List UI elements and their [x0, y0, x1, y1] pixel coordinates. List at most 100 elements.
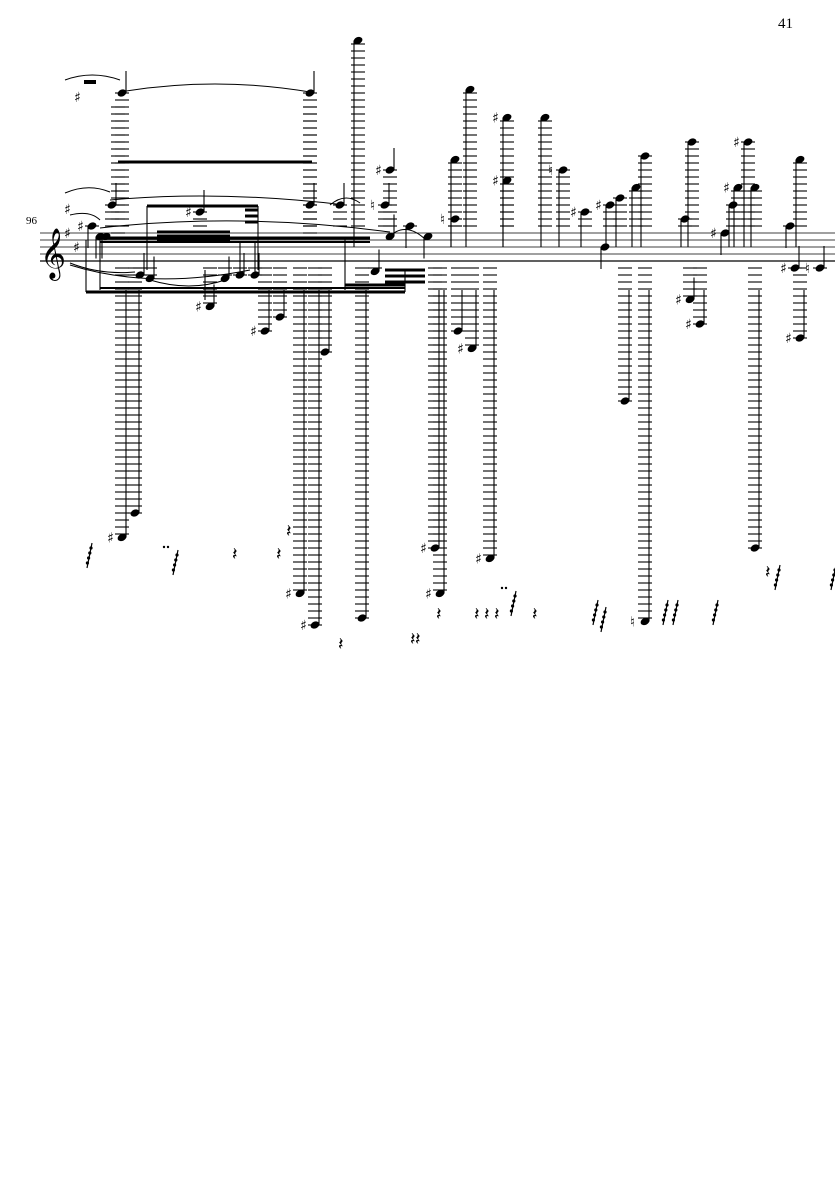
key-signature-sharp-icon: ♯	[64, 226, 71, 242]
sharp-icon: ♯	[300, 618, 307, 634]
notehead	[101, 232, 111, 241]
notes: ♯♯♯♯♯♯♯♮♯♯♯♮♯♯♯♯♮♯♯♮♯♯♯♯♯♯♯♮	[77, 36, 827, 634]
notehead	[485, 554, 495, 563]
notehead	[435, 589, 445, 598]
quarter-rest-icon: 𝄽	[276, 544, 282, 565]
rest-dot	[593, 613, 597, 617]
note	[463, 85, 477, 247]
notehead	[450, 155, 460, 164]
rest-dot	[775, 578, 779, 582]
notehead	[685, 295, 695, 304]
note	[143, 256, 157, 283]
note	[638, 152, 652, 247]
note	[218, 256, 232, 283]
rest-dot	[713, 613, 717, 617]
notehead	[695, 320, 705, 328]
note: ♯	[300, 267, 322, 634]
notehead	[370, 267, 380, 276]
sharp-icon: ♯	[685, 317, 692, 333]
quarter-rest-icon: 𝄽	[494, 604, 500, 625]
rest-dot	[513, 594, 517, 598]
sharp-icon: ♯	[250, 324, 257, 340]
notehead	[687, 138, 697, 146]
note	[748, 183, 762, 247]
quarter-rest-icon: 𝄽	[474, 604, 480, 625]
note: ♮	[805, 246, 827, 277]
rest-dot	[663, 613, 667, 617]
notehead	[275, 313, 285, 321]
note	[133, 253, 147, 279]
rest-dot	[595, 603, 599, 607]
notehead	[135, 271, 145, 279]
natural-icon: ♮	[548, 163, 553, 179]
note: ♯	[457, 267, 479, 358]
notehead	[600, 243, 610, 251]
notehead	[743, 138, 753, 146]
note: ♯	[710, 226, 730, 255]
rest-cluster-icon	[591, 599, 599, 626]
notehead	[260, 327, 270, 335]
sharp-icon: ♯	[785, 331, 792, 347]
note	[333, 183, 347, 227]
rest-dot	[674, 608, 678, 612]
sharp-icon: ♯	[195, 300, 202, 316]
sharp-icon: ♯	[74, 90, 81, 106]
notehead	[87, 222, 97, 230]
note: ♯	[425, 267, 447, 603]
note	[368, 249, 382, 276]
rest-cluster-icon	[671, 599, 679, 626]
augmentation-dot	[166, 545, 170, 549]
slur	[69, 264, 251, 280]
notehead	[423, 232, 433, 241]
note	[423, 232, 433, 259]
rest-dot	[510, 604, 515, 608]
sharp-icon: ♯	[375, 163, 382, 179]
rest-dot	[89, 546, 93, 550]
notehead	[795, 334, 805, 342]
notehead	[620, 397, 630, 405]
sharp-icon: ♯	[185, 205, 192, 221]
rest-cluster-icon	[85, 542, 93, 569]
slur	[69, 212, 101, 221]
note	[115, 71, 129, 227]
beams: ♯	[74, 80, 425, 300]
notehead	[130, 509, 140, 517]
sharp-icon: ♯	[475, 552, 482, 568]
sharp-icon: ♯	[733, 135, 740, 151]
rest-dot	[171, 568, 175, 572]
rest-dot	[673, 613, 677, 617]
rest-dot	[591, 618, 596, 622]
note	[685, 138, 699, 247]
note	[355, 267, 369, 622]
natural-icon: ♮	[370, 198, 375, 214]
quarter-rest-icon: 𝄽	[232, 544, 238, 565]
note: ♯	[420, 267, 442, 557]
rest-dot	[175, 553, 179, 557]
notehead	[750, 544, 760, 552]
notehead	[605, 201, 615, 209]
sharp-icon: ♯	[710, 226, 717, 242]
quarter-rest-icon: 𝄽	[338, 634, 344, 655]
notehead	[220, 274, 230, 283]
note	[448, 155, 462, 247]
sharp-icon: ♯	[457, 342, 464, 358]
slur	[119, 83, 311, 93]
rests: 𝄽𝄽𝄽𝄽𝄽𝄽𝄽𝄽𝄽𝄽𝄽𝄽	[85, 521, 835, 655]
rest-dot	[832, 573, 835, 577]
notehead	[117, 89, 127, 97]
slur	[64, 187, 111, 194]
quarter-rest-icon: 𝄽	[436, 604, 442, 625]
rest-dot	[715, 603, 719, 607]
note: ♯	[285, 267, 307, 603]
rest-dot	[509, 609, 513, 613]
note: ♯	[475, 267, 497, 568]
notehead	[385, 166, 395, 174]
key-signature-sharp-icon: ♯	[64, 202, 71, 218]
rest-dot	[603, 610, 607, 614]
note: ♯	[107, 267, 129, 547]
notehead	[631, 183, 641, 192]
note: ♯	[77, 219, 99, 248]
rest-cluster-icon	[711, 599, 719, 626]
notehead	[467, 344, 477, 353]
